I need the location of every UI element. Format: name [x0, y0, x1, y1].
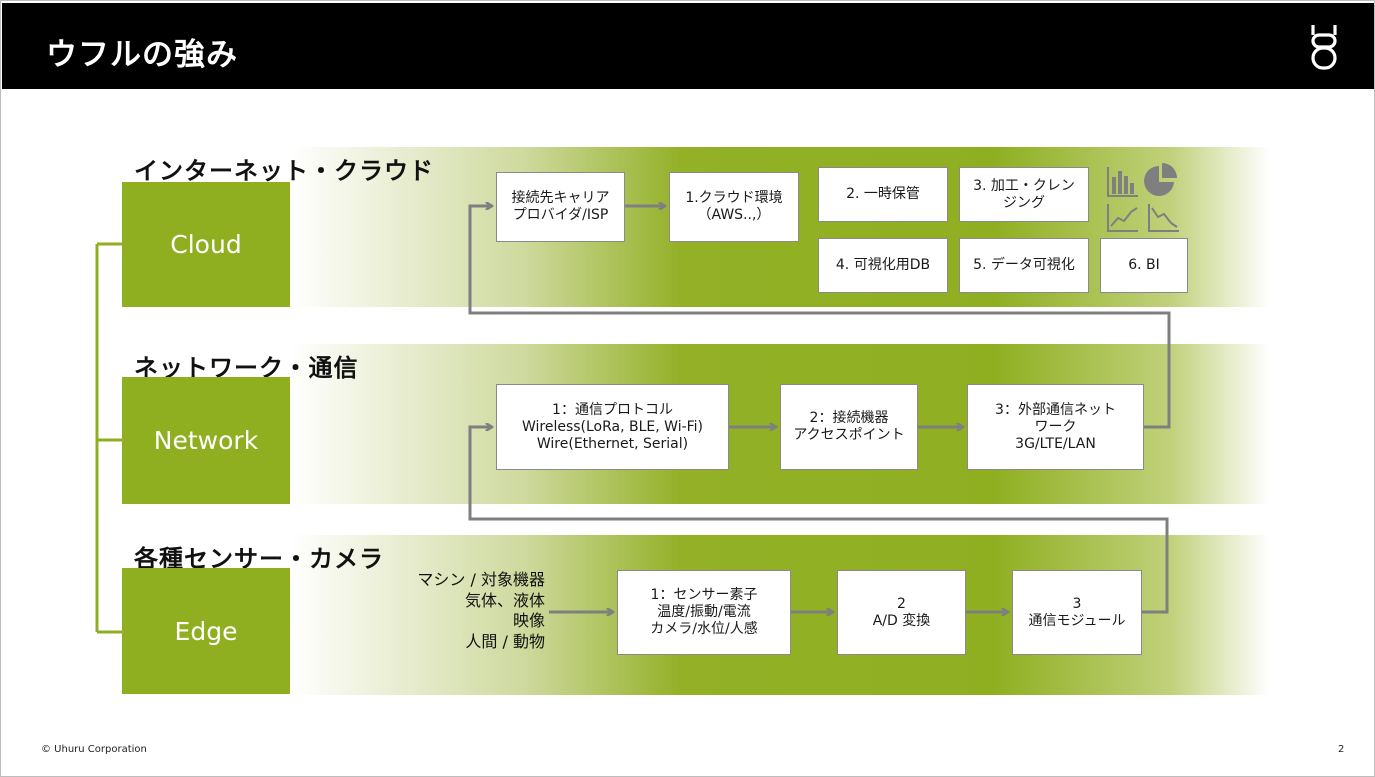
box-sensor-element: 1：センサー素子 温度/振動/電流 カメラ/水位/人感 — [617, 570, 791, 655]
box-connection-device: 2：接続機器 アクセスポイント — [780, 384, 918, 470]
box-temporary-storage: 2. 一時保管 — [818, 167, 948, 222]
box-ad-conversion: 2 A/D 変換 — [837, 570, 966, 655]
tier-edge: Edge — [122, 568, 290, 694]
box-cleansing: 3. 加工・クレン ジング — [959, 167, 1089, 222]
edge-input-item: 映像 — [512, 611, 545, 630]
edge-input-item: マシン / 対象機器 — [417, 570, 545, 589]
tier-bracket — [95, 242, 122, 634]
box-cloud-environment: 1.クラウド環境 （AWS..,） — [669, 172, 799, 242]
footer-copyright: © Uhuru Corporation — [41, 744, 147, 755]
header-bar: ウフルの強み — [2, 3, 1374, 89]
box-data-visualization: 5. データ可視化 — [959, 238, 1089, 293]
box-communication-protocol: 1：通信プロトコル Wireless(LoRa, BLE, Wi-Fi) Wir… — [496, 384, 729, 470]
tier-cloud: Cloud — [122, 182, 290, 307]
box-communication-module: 3 通信モジュール — [1012, 570, 1142, 655]
box-isp: 接続先キャリア プロバイダ/ISP — [496, 172, 625, 242]
box-visualization-db: 4. 可視化用DB — [818, 238, 948, 293]
uhuru-logo — [1311, 25, 1337, 70]
edge-input-list: マシン / 対象機器 気体、液体 映像 人間 / 動物 — [381, 570, 545, 652]
edge-input-item: 気体、液体 — [464, 590, 545, 610]
tier-network: Network — [122, 377, 290, 504]
edge-input-item: 人間 / 動物 — [465, 631, 545, 651]
cloud-section-title: インターネット・クラウド — [134, 157, 434, 185]
footer-page-number: 2 — [1338, 744, 1345, 755]
box-external-network: 3：外部通信ネット ワーク 3G/LTE/LAN — [967, 384, 1144, 470]
box-bi: 6. BI — [1100, 238, 1188, 293]
page-title: ウフルの強み — [46, 37, 238, 73]
